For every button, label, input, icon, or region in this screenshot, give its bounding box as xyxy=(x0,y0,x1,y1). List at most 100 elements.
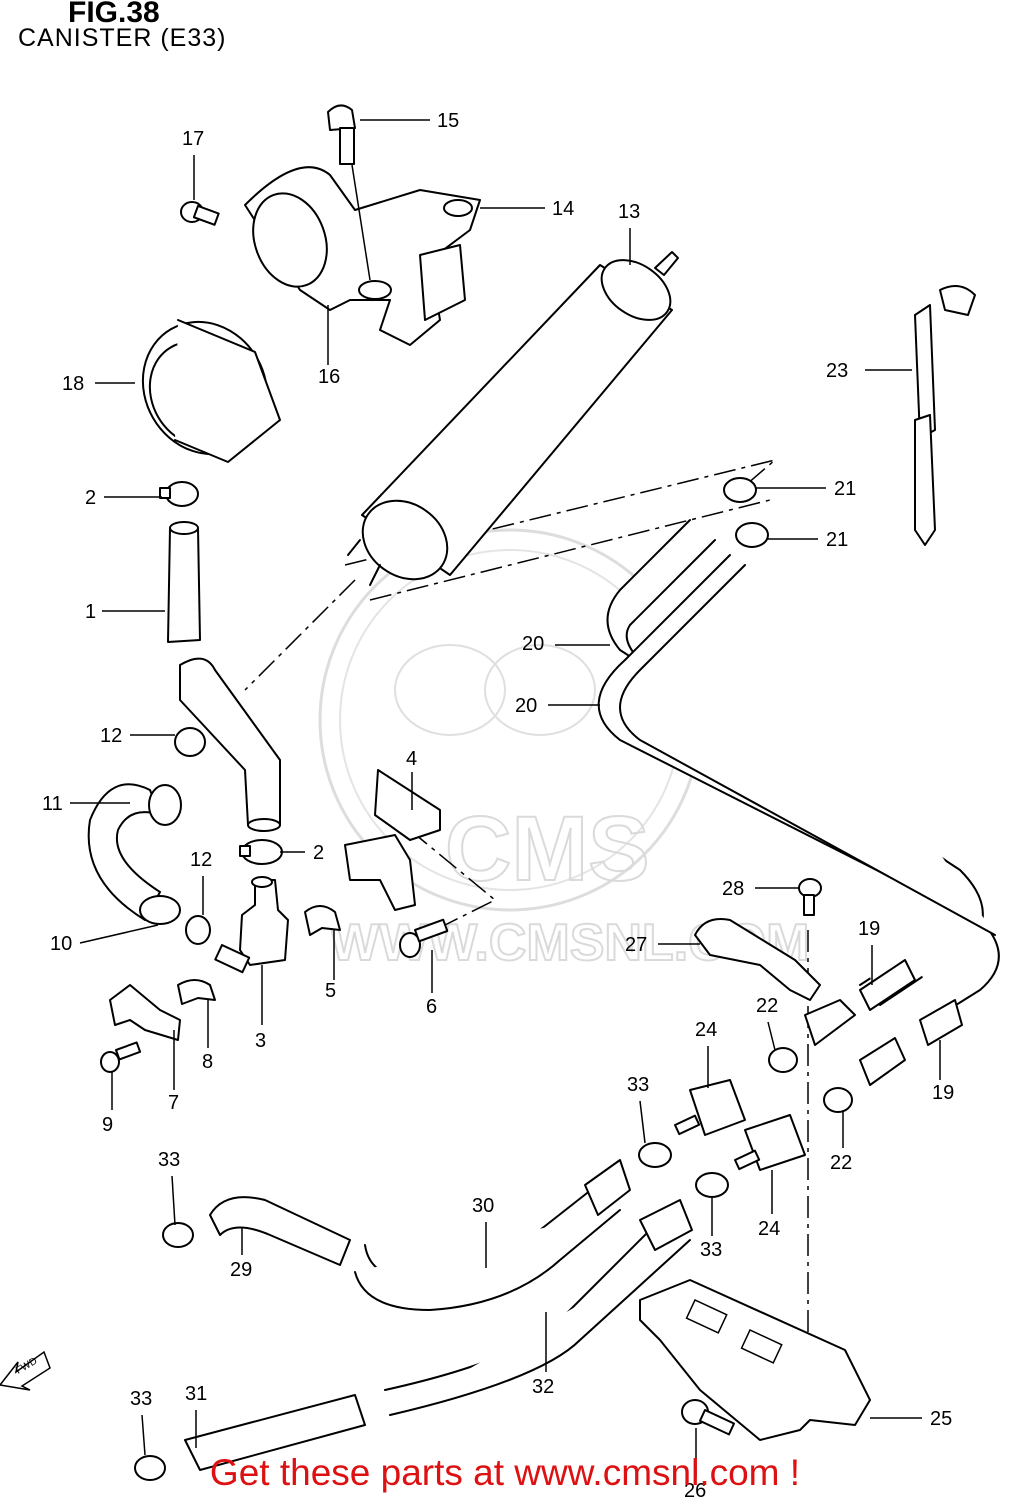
callout-layer: 1223456789101112121314151617181919202021… xyxy=(42,110,954,1500)
callout-label: 21 xyxy=(834,478,856,500)
callout-c32: 32 xyxy=(532,1312,554,1398)
callout-label: 2 xyxy=(313,842,324,864)
parts-4-9-brackets xyxy=(100,769,449,1073)
callout-label: 31 xyxy=(185,1383,207,1405)
callout-c29: 29 xyxy=(230,1228,252,1281)
part-13-canister xyxy=(347,251,679,586)
callout-label: 26 xyxy=(684,1480,706,1500)
part-23-strap xyxy=(914,285,976,546)
callout-label: 9 xyxy=(102,1114,113,1136)
callout-c31: 31 xyxy=(185,1383,207,1448)
callout-label: 15 xyxy=(437,110,459,132)
callout-label: 19 xyxy=(858,918,880,940)
callout-c14: 14 xyxy=(480,198,574,220)
callout-label: 5 xyxy=(325,980,336,1002)
callout-c27: 27 xyxy=(625,934,700,956)
callout-c6: 6 xyxy=(426,950,437,1018)
callout-label: 14 xyxy=(552,198,574,220)
callout-label: 29 xyxy=(230,1259,252,1281)
callout-label: 33 xyxy=(700,1239,722,1261)
part-11-hose xyxy=(87,783,182,925)
callout-c1: 1 xyxy=(85,601,165,623)
callout-c21a: 21 xyxy=(756,478,856,500)
callout-label: 4 xyxy=(406,748,417,770)
callout-c23: 23 xyxy=(826,360,912,382)
callout-c28: 28 xyxy=(722,878,798,900)
part-21-clamps xyxy=(723,477,769,548)
callout-label: 32 xyxy=(532,1376,554,1398)
callout-label: 25 xyxy=(930,1408,952,1430)
parts-27-28-holder xyxy=(694,878,822,1001)
callout-label: 10 xyxy=(50,933,72,955)
callout-c33b: 33 xyxy=(158,1149,180,1226)
callout-label: 22 xyxy=(756,995,778,1017)
callout-label: 27 xyxy=(625,934,647,956)
callout-label: 19 xyxy=(932,1082,954,1104)
callout-c15: 15 xyxy=(360,110,459,132)
forward-arrow-icon: FWD xyxy=(0,1350,51,1391)
callout-c24b: 24 xyxy=(758,1170,780,1240)
callout-label: 24 xyxy=(695,1019,717,1041)
callout-label: 6 xyxy=(426,996,437,1018)
callout-label: 11 xyxy=(42,793,63,815)
part-25-tray xyxy=(639,1279,871,1441)
callout-c9: 9 xyxy=(102,1072,113,1136)
callout-label: 33 xyxy=(158,1149,180,1171)
figure-number: FIG.38 xyxy=(68,0,160,29)
figure-subtitle: CANISTER (E33) xyxy=(18,24,227,52)
callout-label: 21 xyxy=(826,529,848,551)
callout-label: 33 xyxy=(627,1074,649,1096)
callout-label: 30 xyxy=(472,1195,494,1217)
callout-label: 28 xyxy=(722,878,744,900)
callout-c12b: 12 xyxy=(190,849,212,915)
callout-c3: 3 xyxy=(255,965,266,1052)
callout-c30: 30 xyxy=(472,1195,494,1268)
callout-label: 7 xyxy=(168,1092,179,1114)
callout-c13: 13 xyxy=(618,201,640,265)
callout-leader-line xyxy=(141,1414,146,1456)
part-17-bolt xyxy=(180,201,220,226)
callout-label: 18 xyxy=(62,373,84,395)
part-16-bracket xyxy=(244,166,481,346)
callout-label: 20 xyxy=(515,695,537,717)
callout-label: 22 xyxy=(830,1152,852,1174)
part-2-clamp-top xyxy=(159,481,199,507)
part-1-hose xyxy=(167,521,201,643)
callout-c4: 4 xyxy=(406,748,417,810)
part-2-clamp-lower xyxy=(239,839,283,865)
part-33-clamps xyxy=(134,1142,729,1481)
callout-label: 23 xyxy=(826,360,848,382)
reference-lines xyxy=(244,459,809,1370)
callout-c24a: 24 xyxy=(695,1019,717,1088)
callout-label: 24 xyxy=(758,1218,780,1240)
callout-label: 2 xyxy=(85,487,96,509)
callout-c18: 18 xyxy=(62,373,135,395)
callout-c25: 25 xyxy=(870,1408,952,1430)
callout-c16: 16 xyxy=(318,305,340,388)
part-18-boot xyxy=(141,319,281,463)
callout-c26: 26 xyxy=(684,1428,706,1500)
callout-c22a: 22 xyxy=(756,995,778,1051)
callout-c22b: 22 xyxy=(830,1110,852,1174)
callout-leader-line xyxy=(79,924,159,944)
part-19-hoses xyxy=(859,959,963,1046)
callout-label: 3 xyxy=(255,1030,266,1052)
callout-label: 13 xyxy=(618,201,640,223)
callout-c11: 11 xyxy=(42,793,130,815)
callout-c7: 7 xyxy=(168,1030,179,1114)
callout-label: 16 xyxy=(318,366,340,388)
callout-c19a: 19 xyxy=(858,918,880,985)
hose-bend xyxy=(179,657,281,832)
part-12-clamps xyxy=(174,727,211,945)
parts-22-24-fittings xyxy=(674,999,906,1171)
callout-leader-line xyxy=(767,1021,776,1051)
callout-label: 20 xyxy=(522,633,544,655)
callout-c33d: 33 xyxy=(130,1388,152,1456)
footer-link[interactable]: Get these parts at www.cmsnl.com ! xyxy=(209,1452,801,1493)
callout-label: 12 xyxy=(100,725,122,747)
callout-label: 17 xyxy=(182,128,204,150)
callout-c19b: 19 xyxy=(932,1040,954,1104)
callout-c2b: 2 xyxy=(280,842,324,864)
callout-c21b: 21 xyxy=(768,529,848,551)
